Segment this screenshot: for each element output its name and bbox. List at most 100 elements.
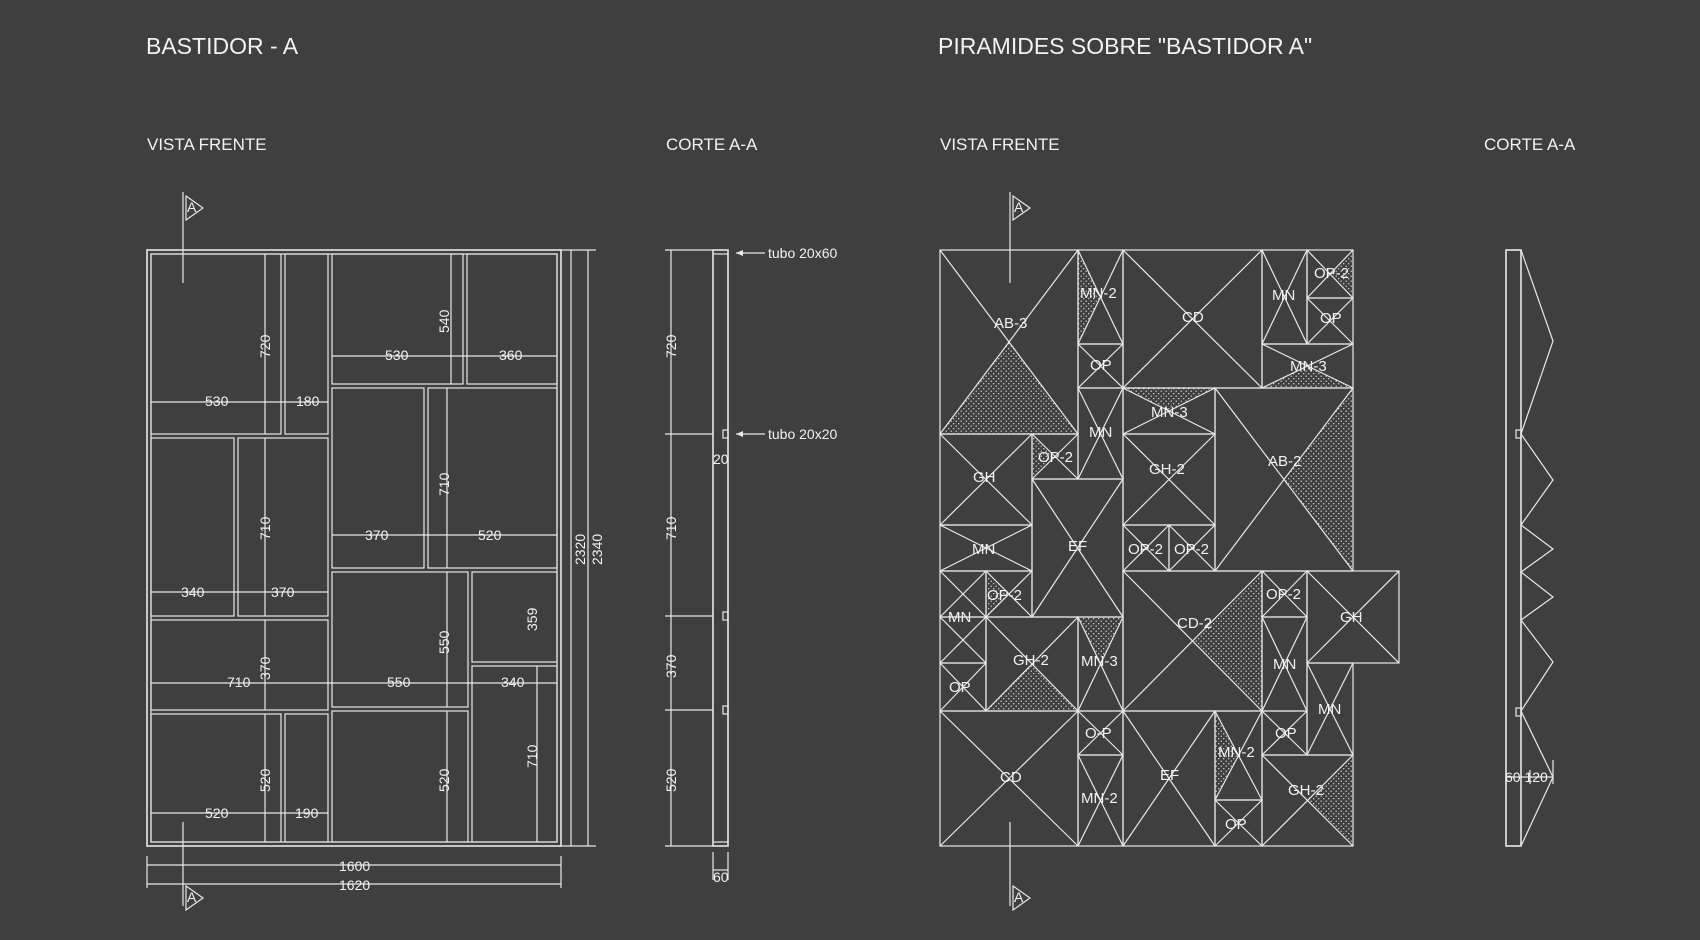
right-section-title: CORTE A-A (1484, 135, 1576, 154)
right-title: PIRAMIDES SOBRE "BASTIDOR A" (938, 33, 1312, 59)
pyramid-edge (939, 616, 987, 664)
pyramid-edge (1077, 616, 1124, 712)
frame-dim-texts: 720 540 530 360 530 180 710 710 370 520 … (181, 309, 605, 893)
pyramid-edge (1077, 343, 1124, 389)
pyramid-edge (939, 570, 987, 618)
pyramid-edge (985, 570, 1033, 618)
hatched-face (986, 664, 1078, 711)
svg-text:MN: MN (948, 609, 971, 626)
svg-text:340: 340 (181, 584, 205, 600)
svg-text:MN-3: MN-3 (1151, 404, 1188, 421)
svg-text:OP: OP (1320, 310, 1342, 327)
hatched-face (1307, 755, 1353, 846)
svg-text:370: 370 (365, 527, 389, 543)
svg-text:EF: EF (1068, 538, 1087, 555)
svg-text:GH: GH (1340, 609, 1363, 626)
pyramid-edge (1122, 710, 1216, 847)
pyramid-edge (1122, 433, 1216, 526)
pyramid-edge (1306, 297, 1354, 345)
svg-text:CD-2: CD-2 (1177, 615, 1212, 632)
svg-text:370: 370 (663, 654, 679, 678)
svg-text:OP-2: OP-2 (1314, 265, 1349, 282)
svg-text:520: 520 (663, 768, 679, 792)
svg-text:370: 370 (257, 656, 273, 680)
svg-text:MN-2: MN-2 (1218, 744, 1255, 761)
svg-text:A: A (187, 889, 197, 905)
svg-text:710: 710 (524, 744, 540, 768)
pyramid-tile (1214, 799, 1263, 847)
pyramid-edge (1261, 710, 1308, 756)
svg-text:OP-2: OP-2 (987, 587, 1022, 604)
svg-text:OP-2: OP-2 (1174, 541, 1209, 558)
pyramids-front-view: A A AB-3 MN-2 CD MN OP-2 OP OP MN-3 MN-3… (939, 192, 1400, 912)
hatched-face (1078, 617, 1123, 664)
left-front-title: VISTA FRENTE (147, 135, 267, 154)
pyramid-edge (1214, 387, 1354, 572)
hatched-face (1262, 366, 1353, 388)
svg-text:GH-2: GH-2 (1288, 782, 1324, 799)
svg-text:A: A (1014, 199, 1024, 215)
svg-text:60: 60 (713, 869, 729, 885)
pyramid-labels: AB-3 MN-2 CD MN OP-2 OP OP MN-3 MN-3 MN … (948, 265, 1363, 833)
svg-text:720: 720 (257, 334, 273, 358)
frame-inner (150, 253, 558, 843)
svg-text:OP: OP (1225, 816, 1247, 833)
pyramid-edge (1261, 249, 1308, 345)
tube-20x60-label: tubo 20x60 (768, 245, 837, 261)
svg-text:710: 710 (227, 674, 251, 690)
svg-text:EF: EF (1160, 767, 1179, 784)
svg-text:520: 520 (205, 805, 229, 821)
hatched-face (940, 342, 1078, 434)
svg-text:180: 180 (296, 393, 320, 409)
svg-text:520: 520 (478, 527, 502, 543)
frame-outer (146, 249, 562, 847)
svg-text:GH-2: GH-2 (1013, 652, 1049, 669)
svg-text:550: 550 (436, 630, 452, 654)
svg-text:OP-2: OP-2 (1128, 541, 1163, 558)
pyramid-edge (1122, 387, 1216, 435)
pyramid-edge (985, 616, 1079, 712)
pyramid-edge (1306, 662, 1354, 756)
svg-text:OP: OP (1275, 725, 1297, 742)
svg-text:540: 540 (436, 309, 452, 333)
section-dim-label: 60 120 (1505, 769, 1548, 785)
section-marker-top: A (182, 192, 205, 283)
frame-section-view: tubo 20x60 tubo 20x20 20 720 710 370 520… (663, 245, 837, 885)
pyramid-edge (1031, 433, 1079, 480)
svg-text:1600: 1600 (339, 858, 370, 874)
frame-front-view: A A (146, 192, 605, 912)
svg-text:370: 370 (271, 584, 295, 600)
svg-text:MN: MN (1273, 656, 1296, 673)
pyramid-edge (1261, 343, 1354, 389)
right-front-title: VISTA FRENTE (940, 135, 1060, 154)
svg-text:OP: OP (1090, 357, 1112, 374)
svg-text:530: 530 (205, 393, 229, 409)
svg-text:2320: 2320 (572, 534, 588, 565)
left-title: BASTIDOR - A (146, 33, 299, 59)
svg-text:AB-3: AB-3 (994, 315, 1027, 332)
svg-text:MN: MN (972, 541, 995, 558)
svg-text:1620: 1620 (339, 877, 370, 893)
svg-text:A: A (1014, 889, 1024, 905)
svg-text:20: 20 (713, 451, 729, 467)
svg-text:A: A (187, 199, 197, 215)
left-section-title: CORTE A-A (666, 135, 758, 154)
pyramid-edge (1122, 249, 1263, 389)
svg-text:710: 710 (257, 516, 273, 540)
svg-text:530: 530 (385, 347, 409, 363)
svg-text:MN-3: MN-3 (1290, 358, 1327, 375)
pyramid-edge (939, 524, 1033, 572)
hatched-face (1330, 250, 1353, 298)
svg-text:710: 710 (436, 472, 452, 496)
svg-text:GH-2: GH-2 (1149, 461, 1185, 478)
section-marker-top-right: A (1009, 192, 1032, 283)
hatched-face (986, 571, 1009, 617)
svg-text:MN-3: MN-3 (1081, 653, 1118, 670)
pyramid-edge (1306, 249, 1354, 299)
pyramid-edge (1077, 754, 1124, 847)
svg-text:AB-2: AB-2 (1268, 453, 1301, 470)
pyramid-edge (939, 710, 1079, 847)
hatched-face (1123, 388, 1215, 411)
hatched-face (1192, 571, 1262, 711)
